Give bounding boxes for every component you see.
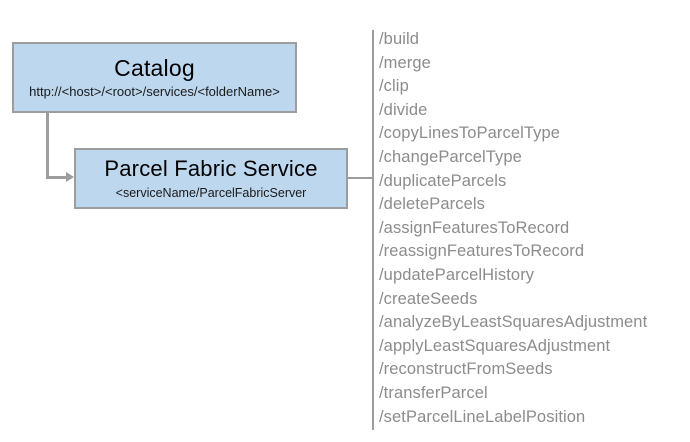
list-item: /createSeeds: [379, 289, 478, 308]
list-item: /updateParcelHistory: [379, 265, 535, 284]
connector-service-to-operations: [348, 177, 374, 179]
node-parcel-fabric-service-title: Parcel Fabric Service: [104, 156, 318, 181]
list-item: /transferParcel: [379, 383, 488, 402]
list-item: /setParcelLineLabelPosition: [379, 407, 586, 426]
operations-list: /build /merge /clip /divide /copyLinesTo…: [379, 28, 679, 429]
list-item: /divide: [379, 100, 428, 119]
node-parcel-fabric-service: Parcel Fabric Service <serviceName/Parce…: [74, 148, 348, 209]
list-item: /duplicateParcels: [379, 171, 507, 190]
list-item: /changeParcelType: [379, 147, 522, 166]
list-item: /reconstructFromSeeds: [379, 360, 553, 379]
list-item: /analyzeByLeastSquaresAdjustment: [379, 313, 648, 332]
node-catalog-subtitle: http://<host>/<root>/services/<folderNam…: [29, 84, 280, 99]
node-catalog-title: Catalog: [114, 55, 195, 81]
list-item: /assignFeaturesToRecord: [379, 218, 570, 237]
arrowhead-icon: [66, 172, 74, 182]
list-item: /applyLeastSquaresAdjustment: [379, 336, 611, 355]
list-item: /deleteParcels: [379, 195, 485, 214]
list-item: /copyLinesToParcelType: [379, 124, 561, 143]
list-item: /reassignFeaturesToRecord: [379, 242, 585, 261]
list-item: /merge: [379, 53, 431, 72]
node-parcel-fabric-service-subtitle: <serviceName/ParcelFabricServer: [115, 186, 307, 200]
node-catalog: Catalog http://<host>/<root>/services/<f…: [12, 42, 297, 113]
operations-rail-divider: [372, 30, 374, 430]
connector-vertical-catalog-to-service: [46, 113, 49, 178]
list-item: /build: [379, 30, 420, 48]
connector-horizontal-catalog-to-service: [46, 176, 68, 179]
list-item: /clip: [379, 77, 409, 96]
